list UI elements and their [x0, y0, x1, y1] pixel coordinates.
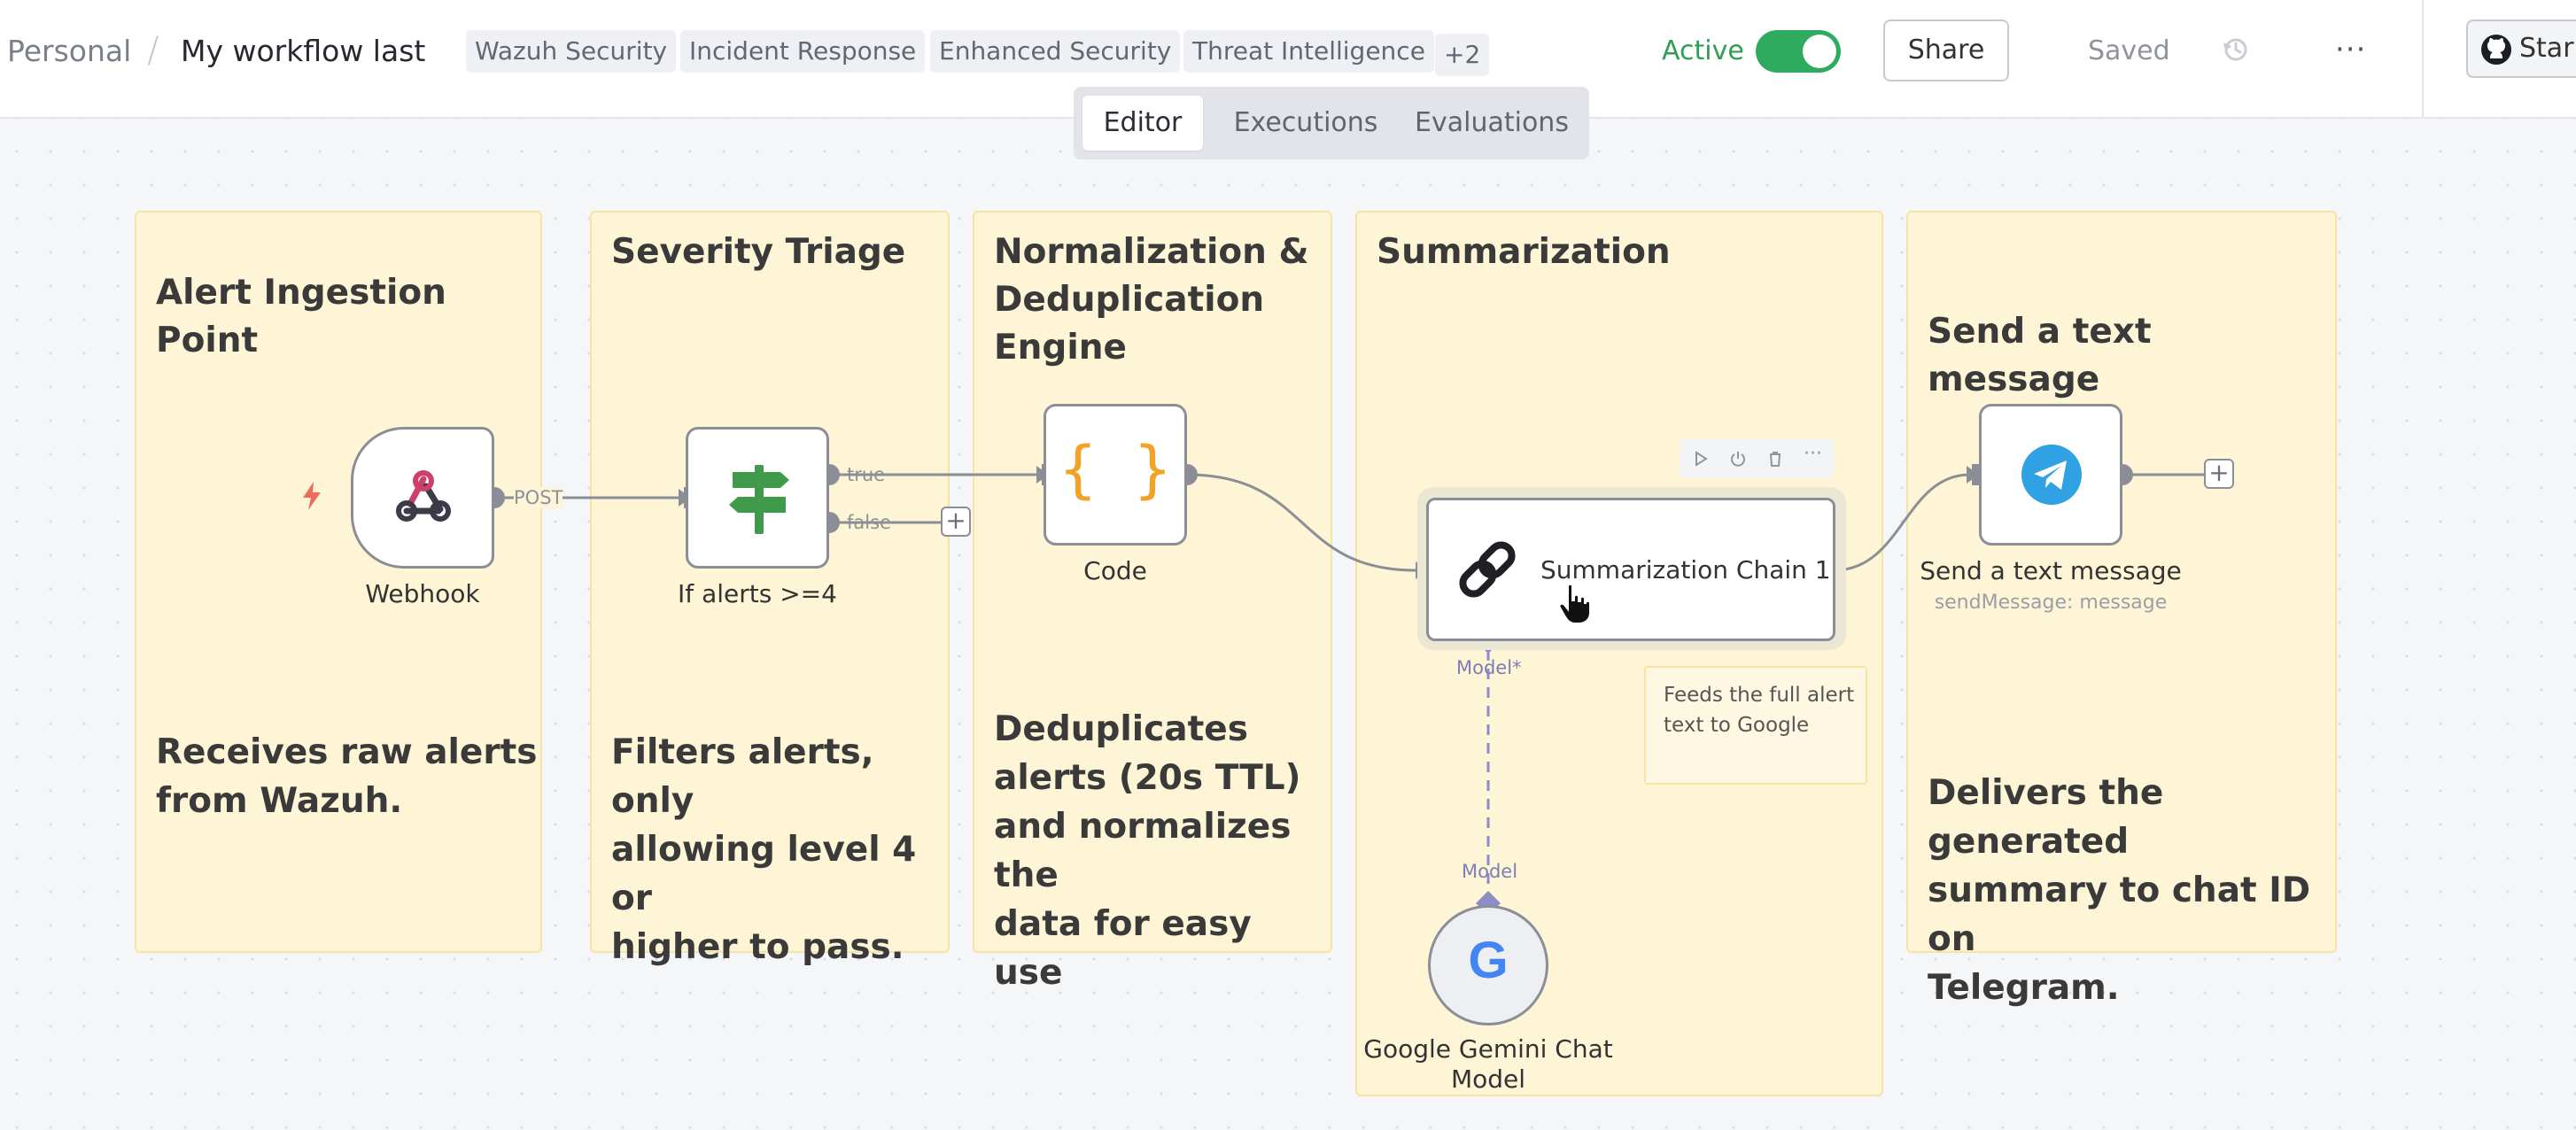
power-icon[interactable] [1729, 450, 1747, 471]
tag-incident-response[interactable]: Incident Response [680, 30, 926, 73]
node-telegram-sublabel: sendMessage: message [1934, 592, 2168, 614]
sticky-title: Severity Triage [611, 232, 906, 272]
sticky-send-text-message[interactable]: Send a text message Delivers the generat… [1906, 211, 2337, 1008]
edge-label-model-top: Model* [1456, 657, 1522, 678]
telegram-icon [2021, 444, 2083, 509]
edge-label-model-bottom: Model [1462, 861, 1518, 882]
google-g-icon: G [1468, 932, 1509, 989]
sticky-title: Send a text message [1928, 312, 2152, 399]
node-if[interactable] [686, 427, 829, 569]
sticky-note-feeds[interactable]: Feeds the full alert text to Google [1644, 666, 1867, 785]
node-summarization-label: Summarization Chain 1 [1540, 555, 1831, 584]
edge-summarization-to-telegram [1833, 473, 1971, 572]
node-hover-toolbar: ··· [1680, 439, 1834, 478]
tag-threat-intelligence[interactable]: Threat Intelligence [1183, 30, 1434, 73]
node-code[interactable]: { } [1044, 404, 1187, 546]
header-divider [2422, 0, 2424, 119]
node-if-label: If alerts >=4 [678, 579, 837, 608]
webhook-icon [394, 470, 453, 529]
chain-link-icon [1454, 536, 1521, 607]
add-node-after-telegram-button[interactable]: + [2204, 459, 2234, 489]
edge-label-false: false [847, 512, 891, 533]
edge-label-true: true [847, 464, 886, 485]
sticky-alert-ingestion[interactable]: Alert Ingestion Point Receives raw alert… [135, 211, 542, 953]
play-icon[interactable] [1692, 450, 1710, 471]
edge-code-to-summarization [1186, 473, 1416, 572]
add-node-after-false-button[interactable]: + [941, 507, 971, 537]
more-options-icon[interactable]: ··· [2335, 32, 2367, 67]
trash-icon[interactable] [1766, 450, 1784, 471]
node-telegram[interactable] [1979, 404, 2122, 546]
github-icon [2481, 34, 2511, 65]
tag-more-count[interactable]: +2 [1435, 34, 1490, 76]
active-toggle[interactable] [1756, 30, 1841, 73]
sticky-title: Alert Ingestion Point [156, 273, 446, 360]
signpost-icon [724, 461, 795, 539]
saved-status: Saved [2088, 35, 2170, 66]
tab-executions[interactable]: Executions [1233, 107, 1378, 138]
node-webhook[interactable] [351, 427, 494, 569]
share-button[interactable]: Share [1883, 19, 2009, 81]
code-braces-icon: { } [1059, 433, 1172, 506]
node-summarization-chain[interactable]: Summarization Chain 1 [1426, 498, 1835, 641]
sticky-title: Summarization [1377, 232, 1671, 272]
tag-enhanced-security[interactable]: Enhanced Security [930, 30, 1181, 73]
view-tabs: Editor Executions Evaluations [1074, 87, 1589, 159]
node-telegram-label: Send a text message [1920, 556, 2182, 585]
breadcrumb-separator: / [147, 30, 159, 71]
tag-wazuh-security[interactable]: Wazuh Security [466, 30, 677, 73]
history-icon[interactable] [2222, 35, 2250, 67]
tab-editor[interactable]: Editor [1082, 96, 1203, 151]
tab-evaluations[interactable]: Evaluations [1415, 107, 1569, 138]
github-star-button[interactable]: Star [2466, 19, 2576, 78]
node-code-label: Code [1083, 556, 1147, 585]
node-gemini-chat-model[interactable]: G [1428, 905, 1548, 1026]
github-star-label: Star [2519, 33, 2574, 64]
toggle-knob [1803, 35, 1836, 68]
workflow-name[interactable]: My workflow last [181, 34, 426, 68]
lightning-icon [301, 482, 322, 514]
hand-cursor-icon [1557, 583, 1593, 629]
edge-label-post: POST [514, 487, 563, 508]
note-text: Feeds the full alert text to Google [1664, 684, 1855, 737]
node-more-icon[interactable]: ··· [1804, 443, 1822, 465]
breadcrumb-project[interactable]: Personal [7, 34, 132, 68]
active-label: Active [1662, 35, 1744, 66]
node-webhook-label: Webhook [365, 579, 480, 608]
